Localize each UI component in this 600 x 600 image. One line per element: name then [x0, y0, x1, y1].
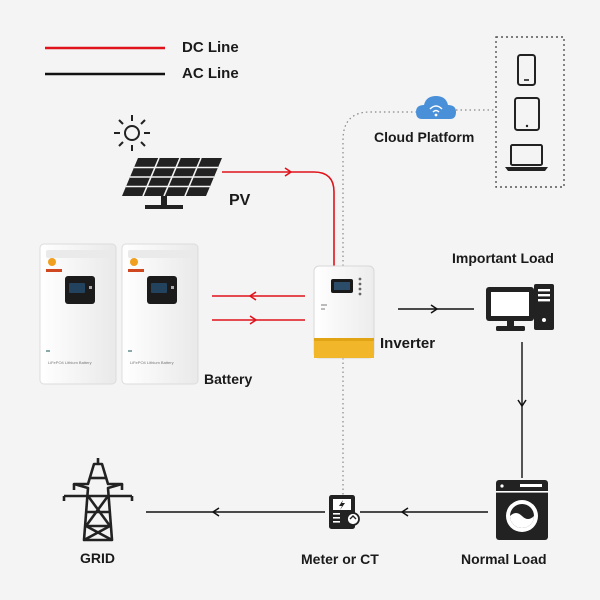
solar-panel-icon [122, 157, 222, 209]
meter-icon [329, 495, 360, 529]
desktop-computer-icon [486, 284, 554, 331]
inverter-icon [313, 265, 375, 359]
battery-badge-text: LiFePO4 Lithium Battery [48, 360, 92, 365]
cloud-platform-label: Cloud Platform [374, 129, 475, 145]
washing-machine-icon [496, 480, 548, 540]
meter-arrow [400, 507, 409, 517]
tablet-icon [514, 97, 540, 131]
battery-badge-text-2: LiFePO4 Lithium Battery [130, 360, 174, 365]
meter-label: Meter or CT [301, 551, 379, 567]
important-load-arrow [430, 304, 439, 314]
battery-cabinet-icon: LiFePO4 Lithium Battery LiFePO4 Lithium … [39, 243, 199, 385]
important-load-label: Important Load [452, 250, 554, 266]
inverter-label: Inverter [380, 335, 436, 352]
power-tower-icon [62, 458, 134, 542]
battery-dc-arrow-left [248, 291, 257, 301]
pv-dc-arrow [284, 167, 293, 177]
sun-icon [114, 115, 150, 151]
grid-arrow [211, 507, 220, 517]
battery-label: Battery [204, 371, 253, 387]
cloud-wifi-icon [416, 96, 456, 119]
smartphone-icon [517, 54, 536, 86]
normal-load-arrow [517, 399, 527, 408]
normal-load-label: Normal Load [461, 551, 547, 567]
dc-line-legend-label: DC Line [182, 39, 239, 56]
ac-line-legend-label: AC Line [182, 65, 239, 82]
battery-dc-arrow-right [249, 315, 258, 325]
grid-label: GRID [80, 550, 115, 566]
devices-box [495, 36, 565, 188]
pv-dc-line [222, 171, 335, 268]
pv-label: PV [229, 192, 251, 209]
laptop-icon [505, 144, 548, 171]
inverter-to-cloud-dotted-line [342, 111, 416, 266]
